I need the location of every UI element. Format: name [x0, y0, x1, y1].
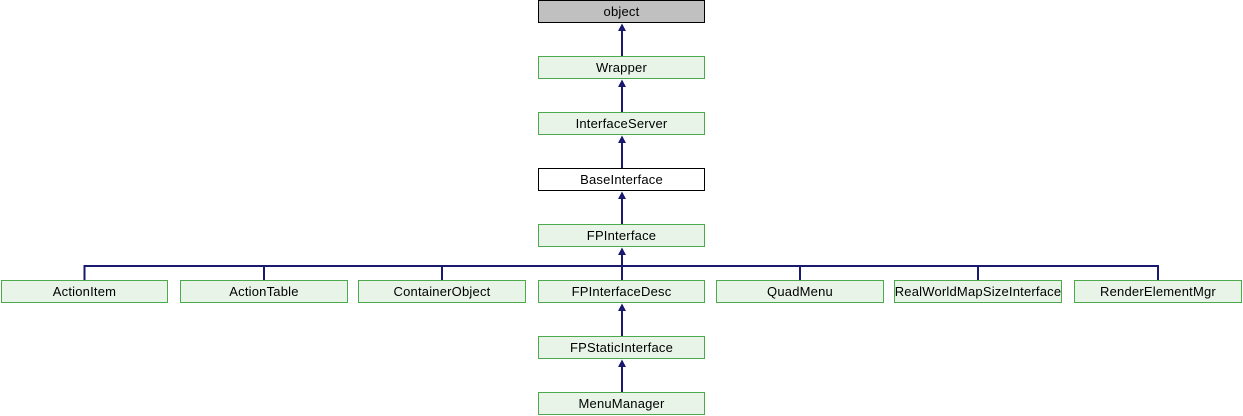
node-wrapper[interactable]: Wrapper — [538, 56, 705, 79]
node-actionitem[interactable]: ActionItem — [1, 280, 168, 303]
node-containerobject[interactable]: ContainerObject — [358, 280, 526, 303]
edge-children-bus-fpinterface — [83, 247, 1159, 280]
node-renderelementmgr[interactable]: RenderElementMgr — [1074, 280, 1242, 303]
node-quadmenu[interactable]: QuadMenu — [716, 280, 884, 303]
node-interfaceserver[interactable]: InterfaceServer — [538, 112, 705, 135]
edge-fpinterface-baseinterface — [618, 191, 626, 224]
node-realworldmapsizeinterface[interactable]: RealWorldMapSizeInterface — [894, 280, 1062, 303]
edge-menumanager-fpstaticinterface — [618, 359, 626, 392]
node-actiontable[interactable]: ActionTable — [180, 280, 348, 303]
edge-wrapper-object — [618, 23, 626, 56]
node-baseinterface: BaseInterface — [538, 168, 705, 191]
node-menumanager[interactable]: MenuManager — [538, 392, 705, 415]
edge-fpstaticinterface-fpinterfacedesc — [618, 303, 626, 336]
node-fpinterfacedesc[interactable]: FPInterfaceDesc — [538, 280, 705, 303]
node-fpstaticinterface[interactable]: FPStaticInterface — [538, 336, 705, 359]
edge-baseinterface-interfaceserver — [618, 135, 626, 168]
node-object: object — [538, 0, 705, 23]
node-fpinterface[interactable]: FPInterface — [538, 224, 705, 247]
edge-interfaceserver-wrapper — [618, 79, 626, 112]
